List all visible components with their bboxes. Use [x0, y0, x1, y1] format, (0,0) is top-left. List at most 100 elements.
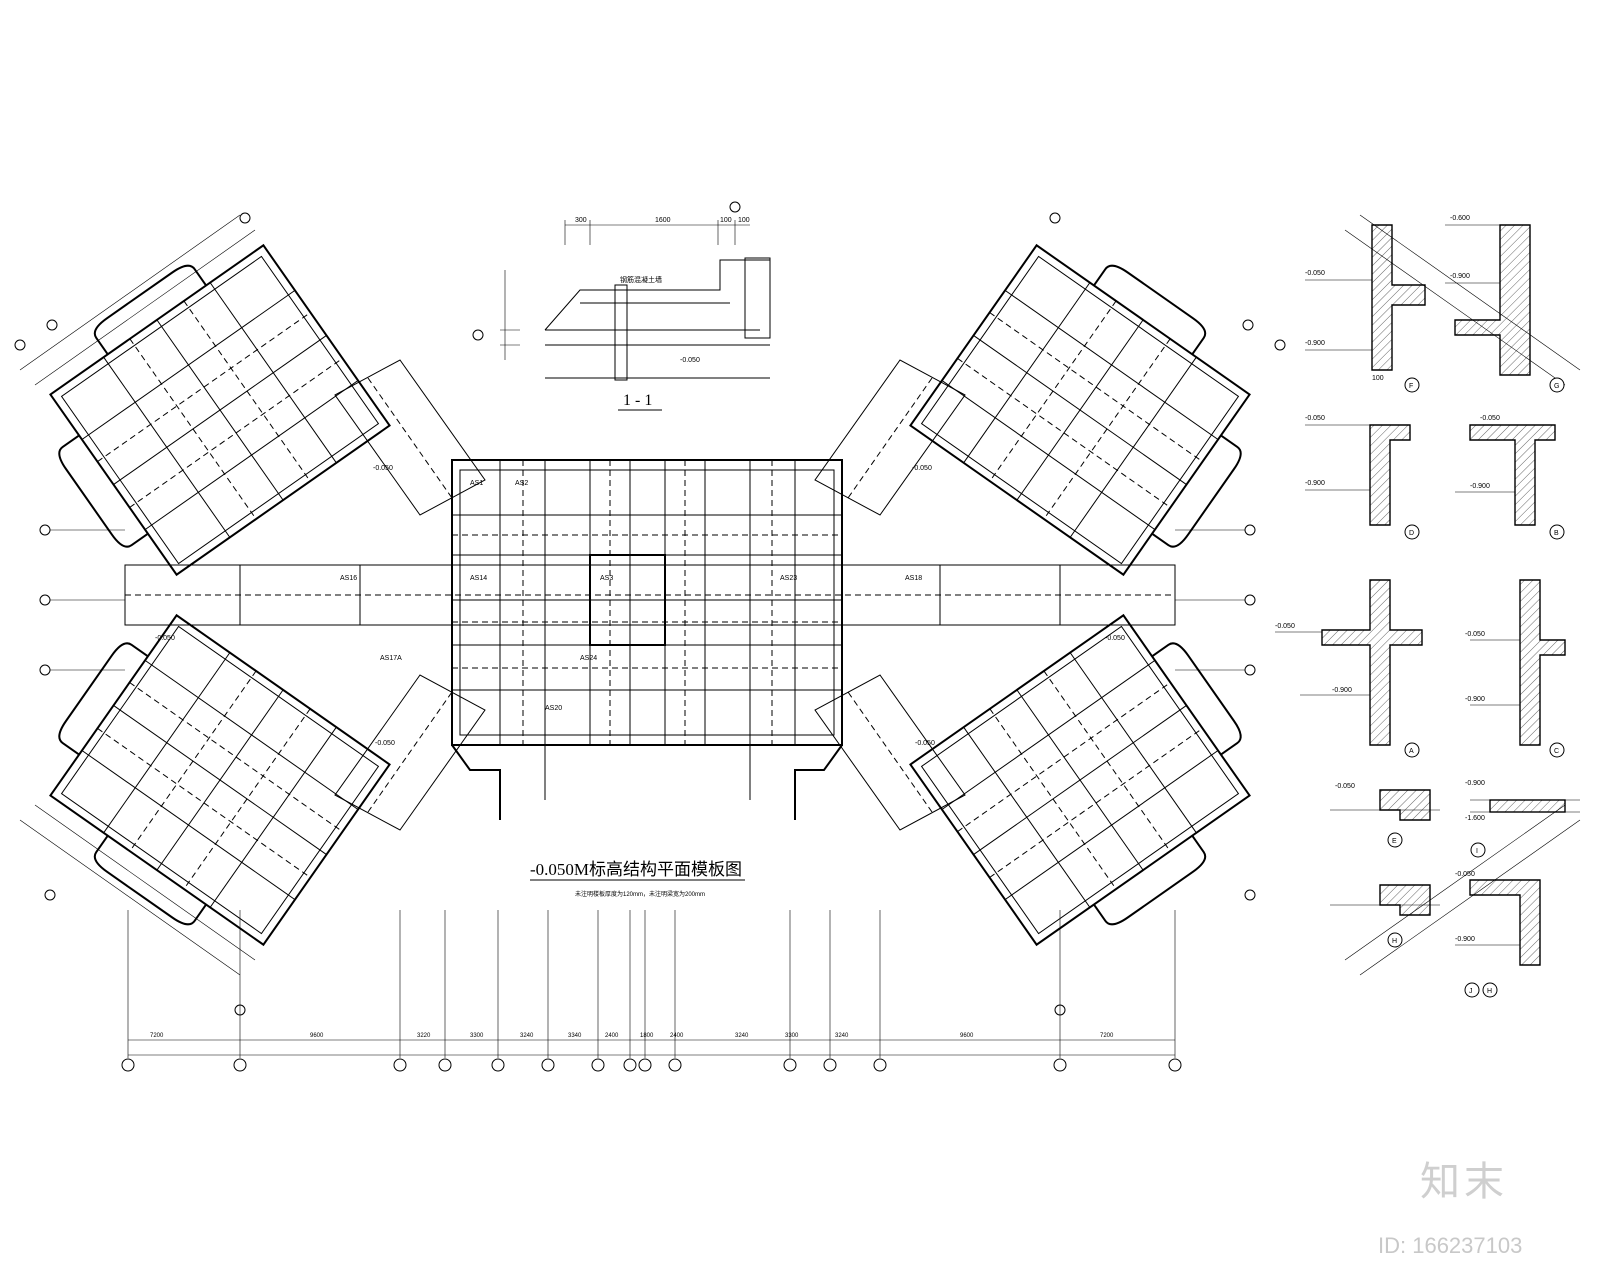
axis-bubble: [491, 1058, 505, 1072]
svg-text:3220: 3220: [417, 1033, 431, 1039]
axis-bubble: [591, 1058, 605, 1072]
svg-text:100: 100: [1372, 375, 1384, 382]
svg-text:-0.900: -0.900: [1305, 340, 1325, 347]
svg-text:C: C: [1554, 748, 1559, 755]
svg-text:100: 100: [720, 217, 732, 224]
detail-J-H: -0.050 -0.900 J H: [1455, 871, 1541, 998]
svg-text:3340: 3340: [568, 1033, 582, 1039]
svg-text:AS14: AS14: [470, 575, 487, 582]
svg-text:7200: 7200: [150, 1033, 164, 1039]
wing-upper-right: [909, 243, 1251, 577]
svg-text:-0.050: -0.050: [155, 635, 175, 642]
detail-G: -0.600 -0.900 G: [1445, 215, 1565, 393]
svg-text:AS2: AS2: [515, 480, 528, 487]
svg-text:J: J: [1469, 988, 1473, 995]
svg-text:-0.050: -0.050: [375, 740, 395, 747]
svg-text:AS20: AS20: [545, 705, 562, 712]
diagonal-connectors: [334, 359, 966, 831]
svg-text:300: 300: [575, 217, 587, 224]
svg-text:9600: 9600: [960, 1033, 974, 1039]
wing-lower-right: [909, 613, 1251, 947]
svg-text:3300: 3300: [785, 1033, 799, 1039]
svg-text:AS24: AS24: [580, 655, 597, 662]
svg-text:3300: 3300: [470, 1033, 484, 1039]
svg-text:1 - 1: 1 - 1: [623, 392, 652, 409]
svg-text:7200: 7200: [1100, 1033, 1114, 1039]
svg-text:3240: 3240: [835, 1033, 849, 1039]
svg-text:F: F: [1409, 383, 1413, 390]
wing-upper-left: [49, 243, 391, 577]
svg-text:-0.900: -0.900: [1465, 780, 1485, 787]
detail-E: -0.050 E: [1330, 783, 1440, 848]
detail-H: H: [1330, 884, 1440, 948]
svg-text:-0.050: -0.050: [1275, 623, 1295, 630]
svg-text:3240: 3240: [520, 1033, 534, 1039]
svg-text:100: 100: [738, 217, 750, 224]
axis-bubble: [623, 1058, 637, 1072]
drawing-subtitle-note: 未注明楼板厚度为120mm，未注明梁宽为200mm: [575, 890, 705, 898]
svg-text:-0.050: -0.050: [1455, 871, 1475, 878]
watermark-id: ID: 166237103: [1378, 1233, 1522, 1258]
svg-text:AS3: AS3: [600, 575, 613, 582]
svg-text:2400: 2400: [605, 1033, 619, 1039]
side-axis-bubbles: [14, 212, 1286, 1016]
svg-text:-0.900: -0.900: [1305, 480, 1325, 487]
detail-F: -0.050 -0.900 100 F: [1305, 224, 1426, 393]
axis-bubble: [1053, 1058, 1067, 1072]
svg-text:-0.900: -0.900: [1470, 483, 1490, 490]
watermark: 知末 ID: 166237103: [1378, 1160, 1522, 1258]
watermark-logo: 知末: [1420, 1160, 1508, 1204]
svg-text:-0.050: -0.050: [1480, 415, 1500, 422]
room-labels: AS1 AS2 AS3 AS14 AS16 AS17A AS18 AS20 AS…: [155, 465, 1125, 747]
axis-bubble: [541, 1058, 555, 1072]
svg-text:H: H: [1487, 988, 1492, 995]
svg-text:AS23: AS23: [780, 575, 797, 582]
svg-text:B: B: [1554, 530, 1559, 537]
axis-bubble: [438, 1058, 452, 1072]
core-grid: [452, 460, 842, 745]
svg-text:A: A: [1409, 748, 1414, 755]
svg-text:I: I: [1476, 848, 1478, 855]
svg-text:-1.600: -1.600: [1465, 815, 1485, 822]
svg-text:1800: 1800: [640, 1033, 654, 1039]
svg-text:H: H: [1392, 938, 1397, 945]
detail-D: -0.050 -0.900 D: [1305, 415, 1420, 540]
svg-text:钢筋混凝土墙: 钢筋混凝土墙: [620, 275, 662, 284]
svg-text:-0.050: -0.050: [1305, 415, 1325, 422]
axis-bubble: [121, 1058, 135, 1072]
central-core: [451, 459, 843, 820]
axis-bubble: [873, 1058, 887, 1072]
svg-text:-0.050: -0.050: [373, 465, 393, 472]
svg-text:-0.050: -0.050: [1305, 270, 1325, 277]
svg-text:-0.050: -0.050: [912, 465, 932, 472]
svg-text:AS1: AS1: [470, 480, 483, 487]
detail-sections: -0.050 -0.900 100 F -0.600 -0.900 G -0.0…: [1275, 215, 1580, 998]
svg-text:D: D: [1409, 530, 1414, 537]
detail-A: -0.050 -0.900 A: [1275, 579, 1423, 758]
svg-text:-0.900: -0.900: [1465, 696, 1485, 703]
svg-text:1600: 1600: [655, 217, 671, 224]
svg-text:3240: 3240: [735, 1033, 749, 1039]
svg-text:G: G: [1554, 383, 1559, 390]
horizontal-corridor: [124, 564, 1176, 626]
axis-bubble: [1168, 1058, 1182, 1072]
drawing-title-block: -0.050M标高结构平面模板图 未注明楼板厚度为120mm，未注明梁宽为200…: [530, 860, 745, 898]
svg-text:-0.050: -0.050: [1465, 631, 1485, 638]
svg-text:-0.900: -0.900: [1332, 687, 1352, 694]
bottom-dimension-system: 7200 9600 3220 3300 3240 3340 2400 1800 …: [121, 910, 1182, 1072]
svg-text:-0.050: -0.050: [915, 740, 935, 747]
svg-text:AS17A: AS17A: [380, 655, 402, 662]
detail-B: -0.050 -0.900 B: [1455, 415, 1565, 540]
axis-bubble: [233, 1058, 247, 1072]
svg-text:-0.050: -0.050: [680, 357, 700, 364]
section-1-1: 300 1600 100 100 钢筋混凝土墙 -0.050 1 - 1: [472, 201, 771, 411]
svg-text:AS18: AS18: [905, 575, 922, 582]
svg-text:-0.600: -0.600: [1450, 215, 1470, 222]
axis-bubble: [638, 1058, 652, 1072]
axis-bubble: [393, 1058, 407, 1072]
axis-bubble: [668, 1058, 682, 1072]
detail-C: -0.050 -0.900 C: [1465, 579, 1566, 758]
svg-text:2400: 2400: [670, 1033, 684, 1039]
detail-I: -0.900 -1.600 I: [1465, 780, 1580, 858]
